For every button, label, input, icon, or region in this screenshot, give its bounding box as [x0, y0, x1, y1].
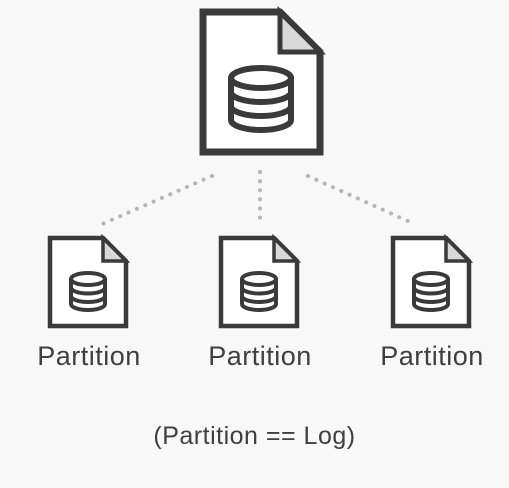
partition-2-database-file-icon — [218, 233, 302, 329]
partition-3-database-file-icon — [390, 233, 474, 329]
connector-left — [98, 174, 214, 227]
partition-1-database-file-icon — [47, 233, 131, 329]
connectors — [98, 170, 412, 227]
main-database-file-icon — [199, 5, 327, 156]
diagram-caption: (Partition == Log) — [153, 422, 356, 450]
partition-3-label: Partition — [380, 341, 484, 371]
connector-right — [306, 174, 412, 224]
partition-2-label: Partition — [208, 341, 312, 371]
partition-1-label: Partition — [37, 341, 141, 371]
